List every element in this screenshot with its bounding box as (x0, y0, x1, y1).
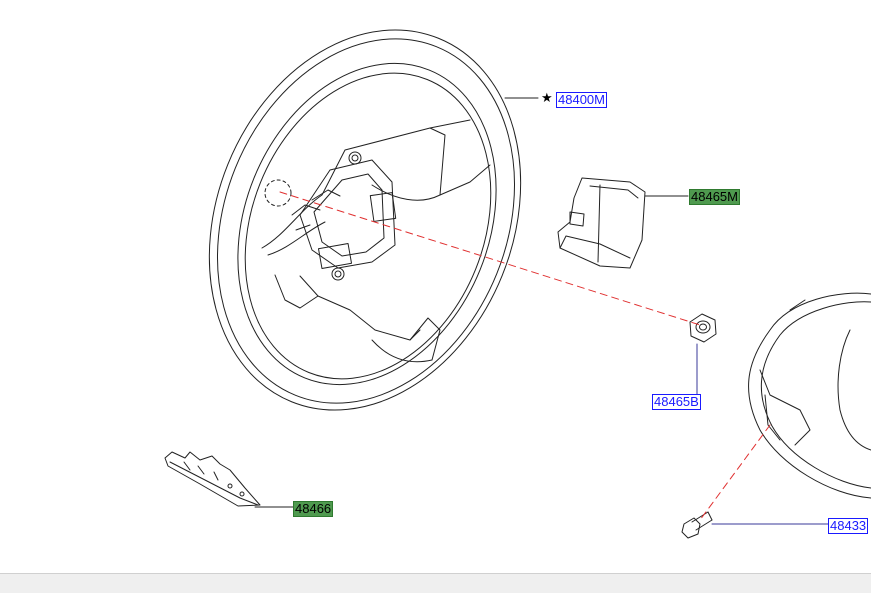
callout-48433[interactable]: 48433 (828, 518, 869, 534)
module-48465M-drawing (557, 177, 646, 269)
steering-wheel-drawing (208, 29, 522, 411)
dashed-leader-lines (279, 191, 771, 521)
callout-48466[interactable]: 48466 (293, 501, 334, 517)
callout-leader-lines (254, 97, 829, 525)
callout-48400M[interactable]: 48400M (556, 92, 607, 108)
star-icon: ★ (541, 91, 553, 106)
diagram-drawing (164, 29, 871, 539)
nut-48465B-drawing (689, 313, 717, 343)
bracket-48466-drawing (164, 451, 261, 507)
parts-diagram: ★ 48400M 48465M 48465B 48466 48433 (164, 29, 871, 539)
bolt-48433-drawing (681, 511, 713, 539)
callout-48465B[interactable]: 48465B (652, 394, 701, 410)
callout-48465M[interactable]: 48465M (689, 189, 740, 205)
bottom-scrollbar[interactable] (0, 573, 871, 593)
airbag-assembly-drawing (748, 292, 871, 499)
